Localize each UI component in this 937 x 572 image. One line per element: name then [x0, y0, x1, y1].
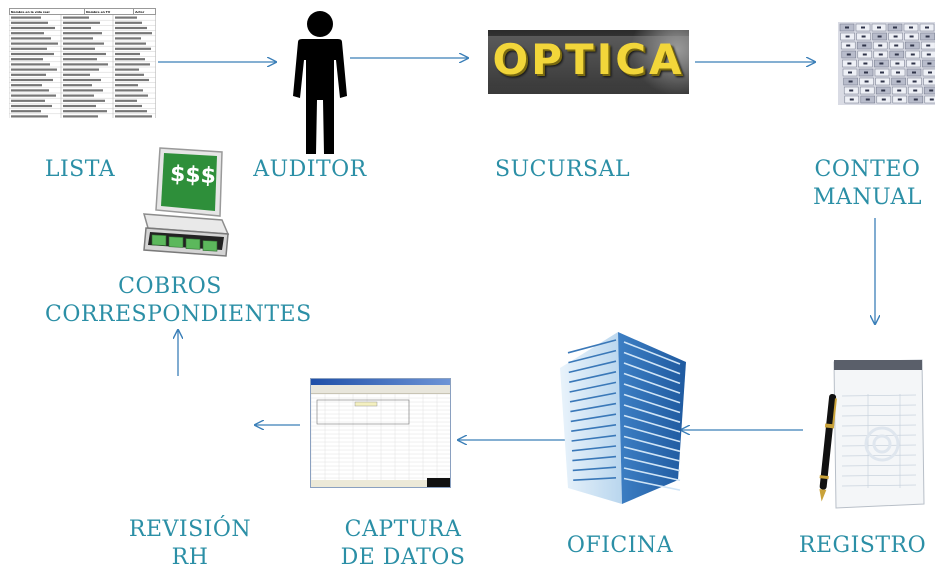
person-icon — [293, 11, 347, 154]
dollar-signs: $$$ — [169, 161, 217, 190]
optica-sign-image: OPTICA — [488, 30, 689, 94]
label-cobros-line2: CORRESPONDIENTES — [45, 302, 312, 327]
label-oficina: OFICINA — [560, 532, 680, 560]
label-auditor: AUDITOR — [250, 156, 370, 184]
drawers-image — [838, 22, 935, 105]
label-lista: LISTA — [30, 156, 130, 184]
label-revision-line1: REVISIÓN — [128, 517, 252, 542]
label-captura: CAPTURA DE DATOS — [333, 516, 473, 572]
label-sucursal-text: SUCURSAL — [495, 157, 631, 182]
list-header-1: Nombre en la vida real — [9, 8, 86, 15]
label-captura-line1: CAPTURA — [344, 517, 462, 542]
spreadsheet-window-image — [310, 378, 451, 488]
label-lista-text: LISTA — [44, 157, 116, 182]
sign-text: OPTICA — [492, 35, 685, 84]
spreadsheet-grid — [311, 394, 450, 487]
receipt-pad-image — [819, 359, 925, 509]
label-auditor-text: AUDITOR — [253, 157, 367, 182]
spreadsheet-titlebar — [311, 379, 450, 385]
label-revision-line2: RH — [171, 545, 209, 570]
label-conteo: CONTEO MANUAL — [805, 156, 930, 212]
label-oficina-text: OFICINA — [566, 533, 674, 558]
label-conteo-line1: CONTEO — [814, 157, 921, 182]
label-cobros-line1: COBROS — [118, 274, 222, 299]
office-building-icon — [560, 332, 686, 504]
label-captura-line2: DE DATOS — [340, 545, 466, 570]
label-revision: REVISIÓN RH — [125, 516, 255, 572]
label-conteo-line2: MANUAL — [812, 185, 923, 210]
label-registro: REGISTRO — [795, 532, 930, 560]
label-cobros: COBROS CORRESPONDIENTES — [45, 273, 312, 329]
sign-light — [629, 30, 689, 94]
list-table-image: Nombre en la vida real Nombre en TV Acto… — [9, 8, 156, 118]
cash-laptop-icon — [142, 147, 230, 257]
label-registro-text: REGISTRO — [798, 533, 927, 558]
label-sucursal: SUCURSAL — [495, 156, 631, 184]
list-header-2: Nombre en TV — [84, 8, 135, 15]
spreadsheet-toolbar — [311, 385, 450, 394]
list-rows-graphic — [9, 15, 156, 118]
list-header-3: Actor — [133, 8, 156, 15]
